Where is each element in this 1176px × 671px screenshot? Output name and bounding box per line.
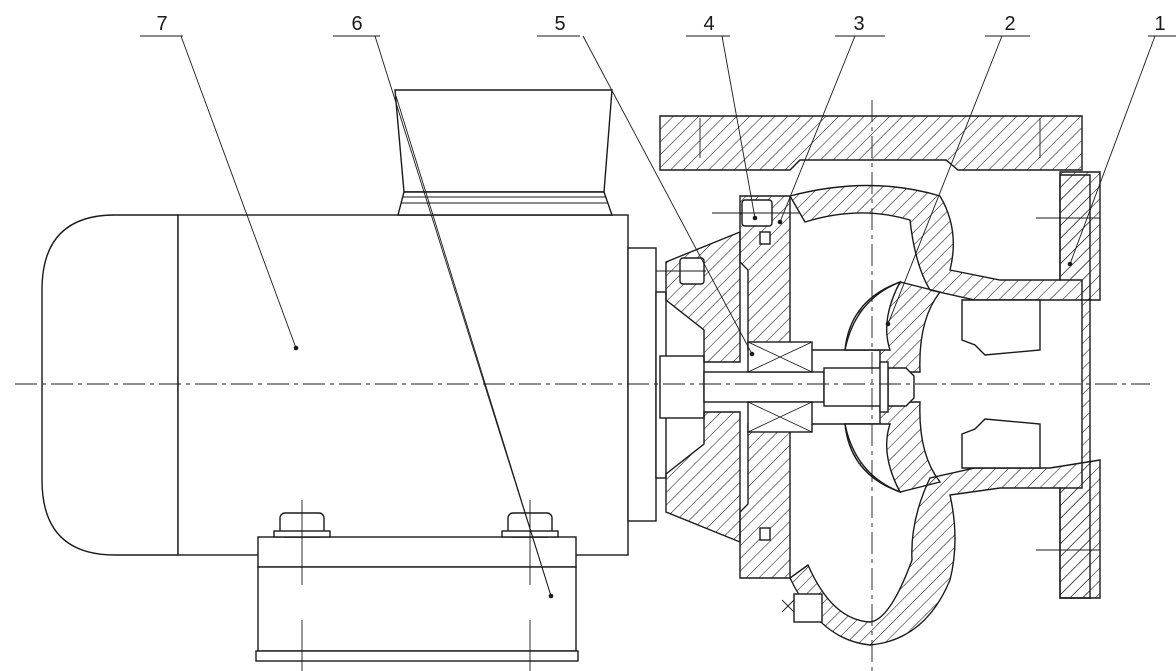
seal-ring-upper — [759, 231, 771, 245]
suction-flange — [1059, 174, 1091, 599]
volute-lower-wall — [789, 459, 1101, 646]
bearing-bracket — [656, 230, 741, 544]
callout-3: 3 — [853, 13, 864, 35]
volute-upper-wall — [788, 171, 1101, 301]
callout-5: 5 — [554, 13, 565, 35]
impeller-nut — [887, 367, 915, 407]
motor — [41, 89, 825, 556]
callout-2: 2 — [1004, 13, 1015, 35]
callout-6: 6 — [351, 13, 362, 35]
terminal-box-base — [397, 191, 613, 216]
impeller-hub — [823, 367, 889, 407]
motor-housing — [177, 214, 629, 556]
suction-nozzle-lower — [961, 418, 1041, 469]
impeller-vane-upper — [844, 280, 902, 351]
mechanical-seal — [747, 341, 813, 433]
drain-plug — [793, 593, 823, 623]
seal-ring-lower — [759, 527, 771, 541]
center-lines — [15, 100, 1150, 671]
base-lower — [257, 566, 577, 652]
discharge-flange — [659, 115, 1083, 171]
motor-flange — [627, 247, 657, 522]
casing-cover — [739, 195, 791, 579]
base-skid — [255, 650, 579, 662]
suction-nozzle — [961, 299, 1041, 356]
motor-shaft — [703, 371, 825, 403]
shaft-collar — [659, 355, 705, 419]
callout-7: 7 — [156, 13, 167, 35]
impeller-vane-lower — [844, 423, 902, 494]
terminal-box — [394, 89, 613, 193]
callout-4: 4 — [703, 13, 714, 35]
motor-base — [255, 500, 579, 671]
motor-fan-cover — [41, 214, 179, 556]
impeller — [812, 280, 942, 494]
leader-lines — [140, 35, 1176, 599]
base-upper — [257, 536, 577, 568]
volute-casing — [659, 115, 1101, 646]
callout-labels: 1 2 3 4 5 6 7 — [156, 13, 1165, 35]
impeller-nut-washer — [879, 361, 889, 413]
callout-1: 1 — [1154, 13, 1165, 35]
